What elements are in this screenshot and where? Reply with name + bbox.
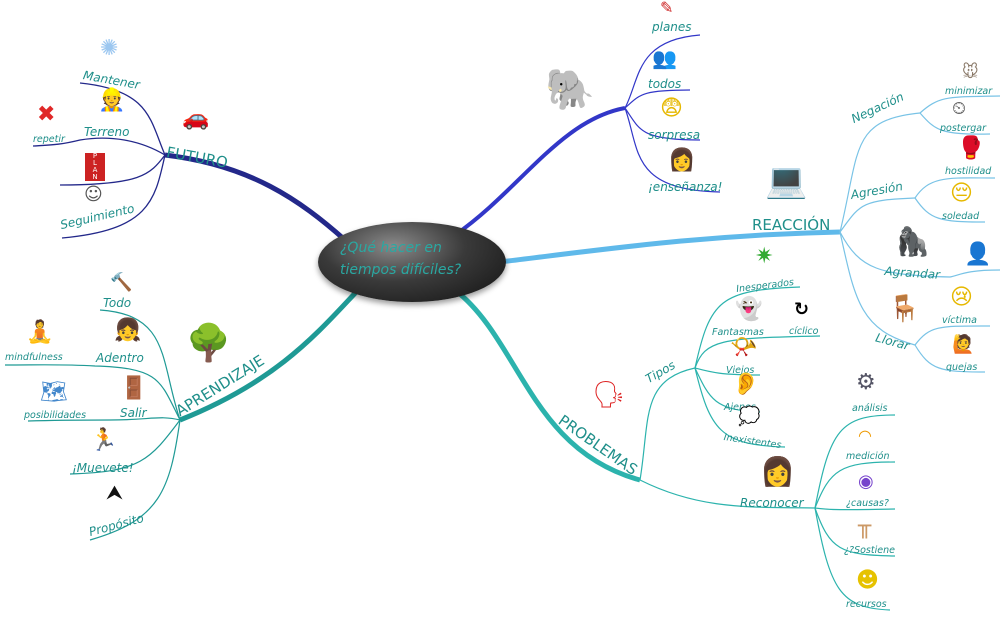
topic-todo[interactable]: Todo <box>103 296 132 310</box>
running-icon: 🏃 <box>90 428 118 453</box>
branch-problemas <box>453 288 641 483</box>
elephant-icon: 🐘 <box>545 67 595 113</box>
analysis-icon: ⚙ <box>856 370 876 395</box>
red-x-icon: ✖ <box>37 102 56 127</box>
meditation-icon: 🧘 <box>26 320 54 345</box>
plans-icon: ✎ <box>660 0 674 17</box>
topic-sorpresa[interactable]: sorpresa <box>648 128 701 142</box>
surprised-face-icon: 😨 <box>660 96 683 121</box>
door-icon: 🚪 <box>120 376 148 401</box>
topic-todos[interactable]: todos <box>648 77 682 91</box>
virus-icon: ✷ <box>755 244 774 269</box>
topic-posibilidades[interactable]: posibilidades <box>24 410 87 421</box>
worker-icon: 👷 <box>98 88 126 113</box>
gauge-icon: ◠ <box>858 426 872 445</box>
topic-repetir[interactable]: repetir <box>33 134 65 145</box>
people-icon: 👥 <box>652 46 677 70</box>
cause-icon: ◉ <box>858 471 874 492</box>
topic-reaccion[interactable]: REACCIÓN <box>752 216 831 234</box>
central-topic-line1: ¿Qué hacer en <box>340 240 442 256</box>
topic-sostiene[interactable]: ¿?Sostiene <box>844 545 895 556</box>
ghost-icon: 👻 <box>735 297 763 322</box>
complaining-icon: 🙋 <box>952 334 975 355</box>
topic-mindfulness[interactable]: mindfulness <box>5 352 63 363</box>
challenge-accepted-icon: ☺ <box>84 184 103 205</box>
topic-terreno[interactable]: Terreno <box>84 125 130 139</box>
sparkle-icon: ✺ <box>100 36 119 61</box>
topic-hostilidad[interactable]: hostilidad <box>945 166 992 177</box>
topic-muevete[interactable]: ¡Muevete! <box>72 461 134 475</box>
north-arrow-icon: ⮝ <box>106 480 123 504</box>
branch-top <box>453 106 626 237</box>
refresh-icon: ↻ <box>794 299 810 320</box>
thinking-woman-icon: 👩 <box>760 455 795 488</box>
branch-futuro-children <box>32 82 166 239</box>
teacher-icon: 👩 <box>668 148 696 173</box>
topic-victima[interactable]: víctima <box>942 315 977 326</box>
central-topic[interactable]: ¿Qué hacer en tiempos difíciles? <box>318 222 506 302</box>
topic-ajenos[interactable]: Ajenos <box>724 402 756 413</box>
branch-aprendizaje-children <box>4 309 181 541</box>
homer-icon: ☻ <box>856 568 879 593</box>
branch-aprendizaje <box>179 286 362 423</box>
clock-icon: ⏲ <box>952 98 967 119</box>
topic-analisis[interactable]: análisis <box>852 403 888 414</box>
topic-recursos[interactable]: recursos <box>846 599 887 610</box>
topic-planes[interactable]: planes <box>652 20 692 34</box>
branch-top-children <box>624 34 721 193</box>
branch-reaccion <box>499 229 841 265</box>
topic-viejos[interactable]: Viejos <box>726 365 755 376</box>
topic-quejas[interactable]: quejas <box>946 362 978 373</box>
chair-icon: 🪑 <box>888 294 921 324</box>
boxing-glove-icon: 🥊 <box>957 136 985 161</box>
branch-reaccion-children <box>839 95 1001 373</box>
car-icon: 🚗 <box>182 106 210 131</box>
speaker-icon: 🗣 <box>592 380 626 410</box>
map-icon: 🗺 <box>40 380 68 405</box>
tree-icon: 🌳 <box>186 323 231 364</box>
crying-face-icon: 😢 <box>950 285 973 310</box>
topic-adentro[interactable]: Adentro <box>96 351 144 365</box>
ear-icon: 👂 <box>732 372 760 397</box>
topic-ensenanza[interactable]: ¡enseñanza! <box>648 180 723 194</box>
table-icon: ╥ <box>858 514 872 539</box>
gramophone-icon: 📯 <box>730 335 758 360</box>
gavel-icon: 🔨 <box>110 272 133 293</box>
topic-causas[interactable]: ¿causas? <box>846 498 889 509</box>
thought-cloud-icon: 💭 <box>738 406 761 427</box>
topic-fantasmas[interactable]: Fantasmas <box>712 327 764 338</box>
girl-icon: 👧 <box>114 318 142 343</box>
stressed-woman-icon: 💻 <box>765 161 808 201</box>
topic-reconocer[interactable]: Reconocer <box>740 496 804 510</box>
topic-medicion[interactable]: medición <box>846 451 890 462</box>
branch-futuro <box>164 152 347 242</box>
mouse-icon: 🐭 <box>962 62 979 81</box>
head-icon: 👤 <box>964 242 992 267</box>
central-topic-line2: tiempos difíciles? <box>340 262 462 278</box>
branch-problemas-children <box>639 286 896 611</box>
topic-minimizar[interactable]: minimizar <box>945 86 993 97</box>
topic-soledad[interactable]: soledad <box>942 211 980 222</box>
topic-postergar[interactable]: postergar <box>940 123 987 134</box>
topic-ciclico[interactable]: cíclico <box>789 326 819 337</box>
sad-face-icon: 😔 <box>950 181 973 206</box>
topic-salir[interactable]: Salir <box>120 406 147 420</box>
gorilla-icon: 🦍 <box>895 225 930 258</box>
